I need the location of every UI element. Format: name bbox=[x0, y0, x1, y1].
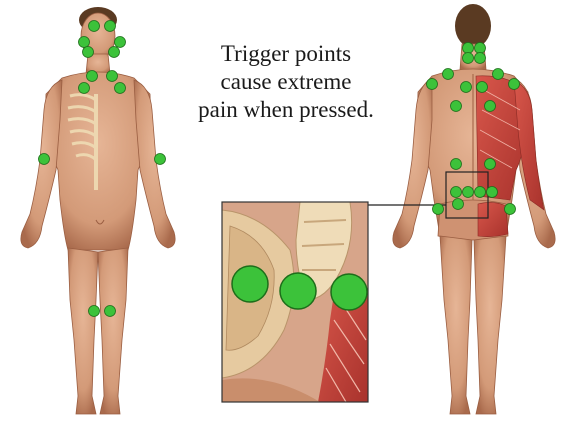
caption-text: Trigger points cause extreme pain when p… bbox=[186, 40, 386, 124]
back-trigger-point bbox=[463, 53, 474, 64]
back-trigger-point bbox=[485, 101, 496, 112]
back-trigger-point bbox=[477, 82, 488, 93]
back-trigger-point bbox=[475, 43, 486, 54]
front-trigger-point bbox=[79, 37, 90, 48]
back-trigger-point bbox=[487, 187, 498, 198]
front-trigger-point bbox=[155, 154, 166, 165]
back-trigger-point bbox=[451, 159, 462, 170]
front-trigger-point bbox=[79, 83, 90, 94]
back-trigger-point bbox=[493, 69, 504, 80]
back-trigger-point bbox=[463, 187, 474, 198]
back-view-body bbox=[393, 4, 555, 414]
front-trigger-point bbox=[115, 37, 126, 48]
back-trigger-point bbox=[443, 69, 454, 80]
back-trigger-point bbox=[475, 187, 486, 198]
inset-trigger-point bbox=[232, 266, 268, 302]
front-view-body bbox=[21, 7, 175, 414]
front-trigger-point bbox=[105, 306, 116, 317]
caption-line-3: pain when pressed. bbox=[186, 96, 386, 124]
front-trigger-point bbox=[89, 21, 100, 32]
caption-line-2: cause extreme bbox=[186, 68, 386, 96]
back-trigger-point bbox=[485, 159, 496, 170]
back-trigger-point bbox=[427, 79, 438, 90]
back-trigger-point bbox=[451, 187, 462, 198]
back-trigger-point bbox=[461, 82, 472, 93]
front-trigger-point bbox=[105, 21, 116, 32]
front-trigger-point bbox=[109, 47, 120, 58]
back-trigger-point bbox=[505, 204, 516, 215]
back-trigger-point bbox=[451, 101, 462, 112]
caption-line-1: Trigger points bbox=[186, 40, 386, 68]
inset-trigger-point bbox=[280, 273, 316, 309]
back-trigger-point bbox=[463, 43, 474, 54]
back-trigger-point bbox=[433, 204, 444, 215]
front-trigger-point bbox=[87, 71, 98, 82]
front-trigger-point bbox=[83, 47, 94, 58]
front-trigger-point bbox=[89, 306, 100, 317]
front-trigger-point bbox=[107, 71, 118, 82]
back-trigger-point bbox=[475, 53, 486, 64]
front-trigger-point bbox=[115, 83, 126, 94]
inset-trigger-point bbox=[331, 274, 367, 310]
back-trigger-point bbox=[509, 79, 520, 90]
back-trigger-point bbox=[453, 199, 464, 210]
front-trigger-point bbox=[39, 154, 50, 165]
